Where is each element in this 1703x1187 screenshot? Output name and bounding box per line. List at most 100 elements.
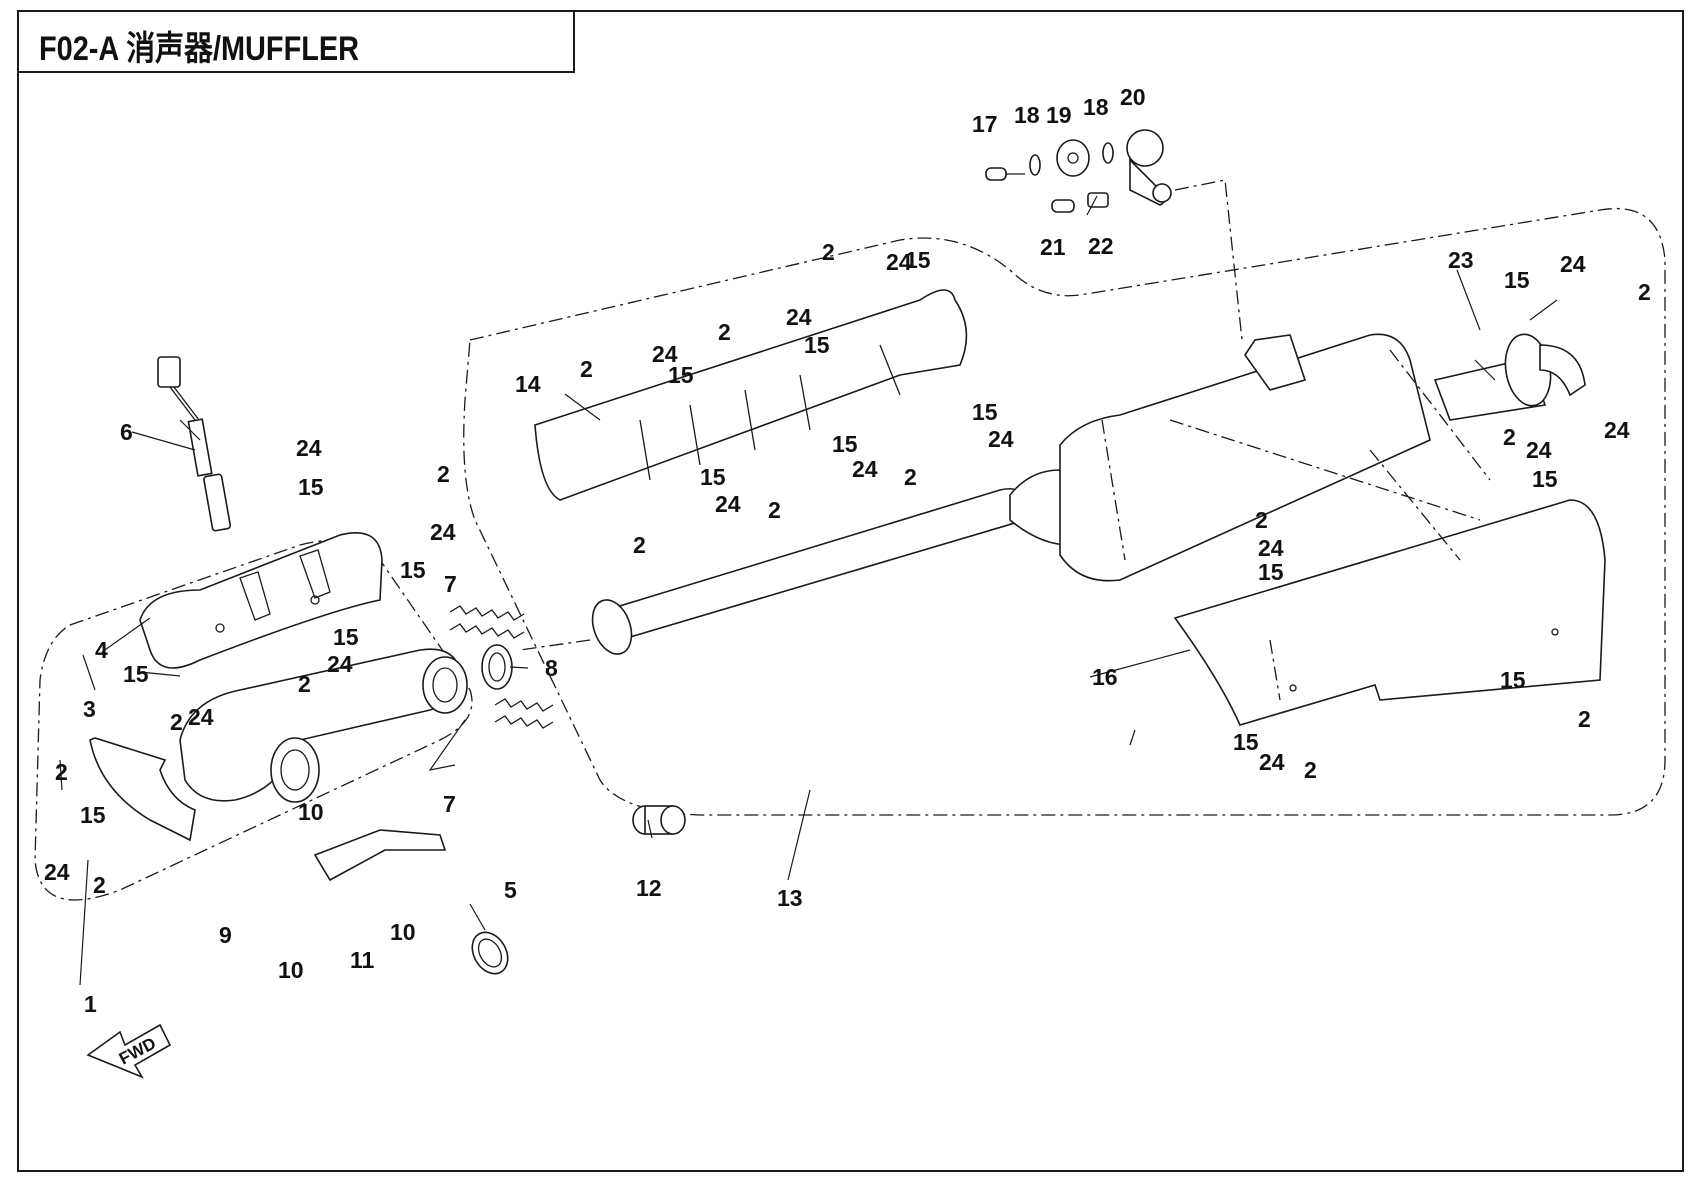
callout: 2: [768, 497, 781, 523]
callout: 2: [93, 872, 106, 898]
callout: 2: [298, 671, 311, 697]
callout: 24: [1258, 535, 1284, 561]
dash-leader-lines: [519, 179, 1491, 701]
callout: 24: [988, 426, 1014, 452]
callout: 24: [852, 456, 878, 482]
callout: 2: [718, 319, 731, 345]
heat-shield-4-hole: [310, 595, 320, 605]
callout: 2: [822, 239, 835, 265]
callout: 18: [1083, 94, 1109, 120]
callout: 24: [1259, 749, 1285, 775]
gasket-8: [481, 644, 513, 690]
callout: 24: [296, 435, 322, 461]
muffler-mount-bracket: [1244, 334, 1307, 391]
mount-bracket-hardware: [985, 129, 1172, 213]
callout: 2: [904, 464, 917, 490]
callout: 15: [1532, 466, 1558, 492]
callout: 6: [120, 419, 133, 445]
callout: 14: [515, 371, 541, 397]
callout: 11: [350, 947, 375, 973]
callout: 9: [219, 922, 232, 948]
callout: 7: [444, 571, 457, 597]
callout: 7: [443, 791, 456, 817]
oxygen-sensor-6: [157, 356, 232, 532]
callout: 17: [972, 111, 998, 137]
callout: 15: [972, 399, 998, 425]
callout: 15: [700, 464, 726, 490]
heat-shield-16-hole: [1551, 628, 1559, 636]
callout: 2: [1578, 706, 1591, 732]
callout: 24: [1604, 417, 1630, 443]
callout: 19: [1046, 102, 1072, 128]
page-title: F02-A 消声器/MUFFLER: [39, 30, 360, 68]
heat-shield-14-ribs: [639, 344, 901, 481]
heat-shield-4-slot: [239, 549, 331, 621]
bracket-11: [313, 829, 447, 882]
callout: 24: [44, 859, 70, 885]
heat-shield-4: [139, 531, 383, 669]
callout: 24: [886, 249, 912, 275]
assembly-outline-13: [463, 208, 1666, 816]
forward-direction-arrow: FWD: [86, 1023, 172, 1079]
heat-shield-14: [534, 289, 968, 501]
manifold-flange: [422, 656, 468, 714]
callout: 15: [1258, 559, 1284, 585]
callout-labels: 1 2 2 2 2 2 2 2 2 2 2 2 2 2 2 2 2 3 4 5 …: [44, 84, 1651, 1017]
callout: 15: [905, 247, 931, 273]
callout: 15: [333, 624, 359, 650]
outlet-pipe-23-end: [1539, 344, 1586, 397]
headpipe-inlet: [591, 599, 633, 655]
callout: 15: [668, 362, 694, 388]
springs-7: [449, 605, 554, 729]
callout: 2: [1255, 507, 1268, 533]
lower-guard-3: [89, 737, 196, 842]
heat-shield-16-hole: [1289, 684, 1297, 692]
callout: 24: [715, 491, 741, 517]
callout: 8: [545, 655, 558, 681]
callout: 15: [123, 661, 149, 687]
callout: 2: [437, 461, 450, 487]
callout: 24: [1526, 437, 1552, 463]
callout: 22: [1088, 233, 1114, 259]
callout: 15: [804, 332, 830, 358]
callout: 1: [84, 991, 97, 1017]
callout: 10: [298, 799, 324, 825]
callout: 2: [170, 709, 183, 735]
gasket-5: [471, 931, 509, 975]
callout: 15: [298, 474, 324, 500]
gasket-8-inner: [488, 652, 506, 682]
heat-shield-4-hole: [215, 623, 225, 633]
callout: 4: [95, 637, 108, 663]
callout: 24: [652, 341, 678, 367]
callout: 15: [80, 802, 106, 828]
callout: 15: [1233, 729, 1259, 755]
callout: 15: [832, 431, 858, 457]
callout: 15: [1500, 667, 1526, 693]
callout: 24: [1560, 251, 1586, 277]
title-block: F02-A 消声器/MUFFLER: [17, 10, 575, 73]
callout: 24: [786, 304, 812, 330]
drawing-frame: [17, 10, 1684, 1172]
muffler-body: [1059, 333, 1431, 582]
exhaust-manifold: [179, 648, 461, 802]
callout: 2: [1304, 757, 1317, 783]
callout: 5: [504, 877, 517, 903]
manifold-port-inner: [280, 749, 310, 791]
leader-lines: [59, 195, 1558, 986]
callout: 24: [327, 651, 353, 677]
callout: 10: [278, 957, 304, 983]
callout: 23: [1448, 247, 1474, 273]
callout: 15: [400, 557, 426, 583]
callout: 3: [83, 696, 96, 722]
callout: 15: [1504, 267, 1530, 293]
callout: 24: [188, 704, 214, 730]
gasket-5-inner: [477, 938, 503, 968]
manifold-port: [270, 737, 320, 803]
callout: 16: [1092, 664, 1118, 690]
callout: 2: [1503, 424, 1516, 450]
bushing-12: [632, 805, 686, 835]
callout: 12: [636, 875, 662, 901]
callout: 2: [633, 532, 646, 558]
callout: 2: [55, 759, 68, 785]
callout: 18: [1014, 102, 1040, 128]
